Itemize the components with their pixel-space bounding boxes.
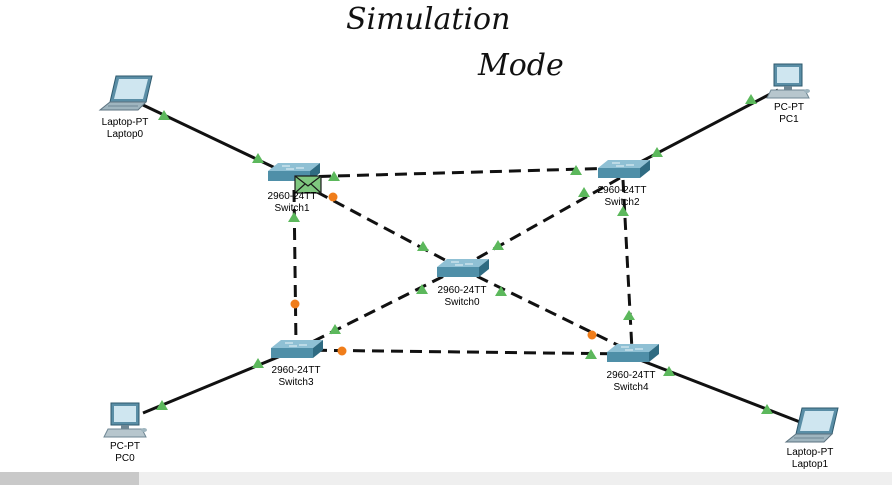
- simulation-title-line1: Simulation: [346, 2, 511, 37]
- laptop1-name: Laptop1: [791, 459, 829, 470]
- laptop-icon: [784, 407, 839, 443]
- scrollbar-thumb[interactable]: [0, 472, 139, 485]
- link-light-blocked: [290, 299, 300, 309]
- switch2-name: Switch2: [604, 197, 640, 208]
- switch2-model: 2960-24TT: [597, 185, 647, 196]
- link-light-blocked: [328, 192, 338, 202]
- horizontal-scrollbar[interactable]: [0, 472, 892, 485]
- link-light-blocked: [587, 330, 597, 340]
- link-light-up: [416, 284, 428, 294]
- pc0-label: PC-PT PC0: [110, 441, 140, 465]
- switch3-label: 2960-24TT Switch3: [272, 365, 321, 389]
- link-light-blocked: [337, 346, 347, 356]
- switch2[interactable]: [598, 160, 650, 178]
- link-pc0-switch3: [142, 348, 296, 415]
- link-switch2-switch0: [459, 176, 621, 270]
- switch3-name: Switch3: [278, 377, 314, 388]
- link-switch0-switch4: [459, 266, 633, 354]
- pc1-name: PC1: [779, 114, 799, 125]
- switch4-name: Switch4: [613, 382, 649, 393]
- link-light-up: [288, 212, 300, 222]
- link-lights: [156, 94, 773, 414]
- link-light-up: [585, 349, 597, 359]
- link-light-up: [252, 358, 264, 368]
- laptop0[interactable]: [98, 75, 153, 111]
- link-light-up: [328, 171, 340, 181]
- link-light-up: [492, 240, 504, 250]
- switch0[interactable]: [437, 259, 489, 277]
- pc0-name: PC0: [115, 453, 135, 464]
- switch1-label: 2960-24TT Switch1: [268, 191, 317, 215]
- envelope-icon[interactable]: [294, 175, 322, 194]
- link-light-up: [417, 241, 429, 251]
- link-light-up: [578, 187, 590, 197]
- link-light-up: [156, 400, 168, 410]
- links: [142, 88, 801, 424]
- link-light-up: [623, 310, 635, 320]
- link-switch2-switch4: [621, 179, 634, 351]
- switch4[interactable]: [607, 344, 659, 362]
- pc1-model: PC-PT: [774, 102, 804, 113]
- switch-icon: [598, 160, 650, 178]
- link-light-up: [252, 153, 264, 163]
- switch1-model: 2960-24TT: [267, 191, 317, 202]
- switch3[interactable]: [271, 340, 323, 358]
- link-light-up: [158, 110, 170, 120]
- switch2-label: 2960-24TT Switch2: [598, 185, 647, 209]
- pc1-label: PC-PT PC1: [774, 102, 804, 126]
- switch1-name: Switch1: [274, 203, 310, 214]
- link-light-up: [329, 324, 341, 334]
- pc1[interactable]: [766, 63, 810, 99]
- laptop0-name: Laptop0: [106, 129, 144, 140]
- link-light-up: [617, 206, 629, 216]
- switch0-label: 2960-24TT Switch0: [438, 285, 487, 309]
- switch-icon: [271, 340, 323, 358]
- switch0-model: 2960-24TT: [437, 285, 487, 296]
- switch-icon: [268, 163, 320, 181]
- link-light-up: [745, 94, 757, 104]
- link-switch0-switch3: [295, 266, 461, 352]
- switch3-model: 2960-24TT: [271, 365, 321, 376]
- laptop1-label: Laptop-PT Laptop1: [787, 447, 834, 471]
- desktop-pc-icon: [103, 402, 147, 438]
- pc0[interactable]: [103, 402, 147, 438]
- switch1[interactable]: [268, 163, 320, 181]
- laptop0-label: Laptop-PT Laptop0: [102, 117, 149, 141]
- link-light-up: [651, 147, 663, 157]
- laptop-icon: [98, 75, 153, 111]
- laptop0-model: Laptop-PT: [101, 117, 149, 128]
- laptop1[interactable]: [784, 407, 839, 443]
- link-light-up: [761, 404, 773, 414]
- pc0-model: PC-PT: [110, 441, 140, 452]
- link-light-up: [663, 366, 675, 376]
- switch-icon: [437, 259, 489, 277]
- link-light-up: [570, 165, 582, 175]
- link-switch1-switch0: [299, 181, 461, 270]
- desktop-pc-icon: [766, 63, 810, 99]
- link-up-lights: [156, 94, 773, 414]
- switch4-label: 2960-24TT Switch4: [607, 370, 656, 394]
- link-switch1-switch2: [299, 166, 621, 179]
- switch-icon: [607, 344, 659, 362]
- link-laptop1-switch4: [634, 356, 801, 424]
- link-light-up: [495, 286, 507, 296]
- link-blocked-lights: [290, 192, 597, 356]
- laptop1-model: Laptop-PT: [786, 447, 834, 458]
- switch4-model: 2960-24TT: [606, 370, 656, 381]
- switch0-name: Switch0: [444, 297, 480, 308]
- simulation-title-line2: Mode: [478, 48, 564, 83]
